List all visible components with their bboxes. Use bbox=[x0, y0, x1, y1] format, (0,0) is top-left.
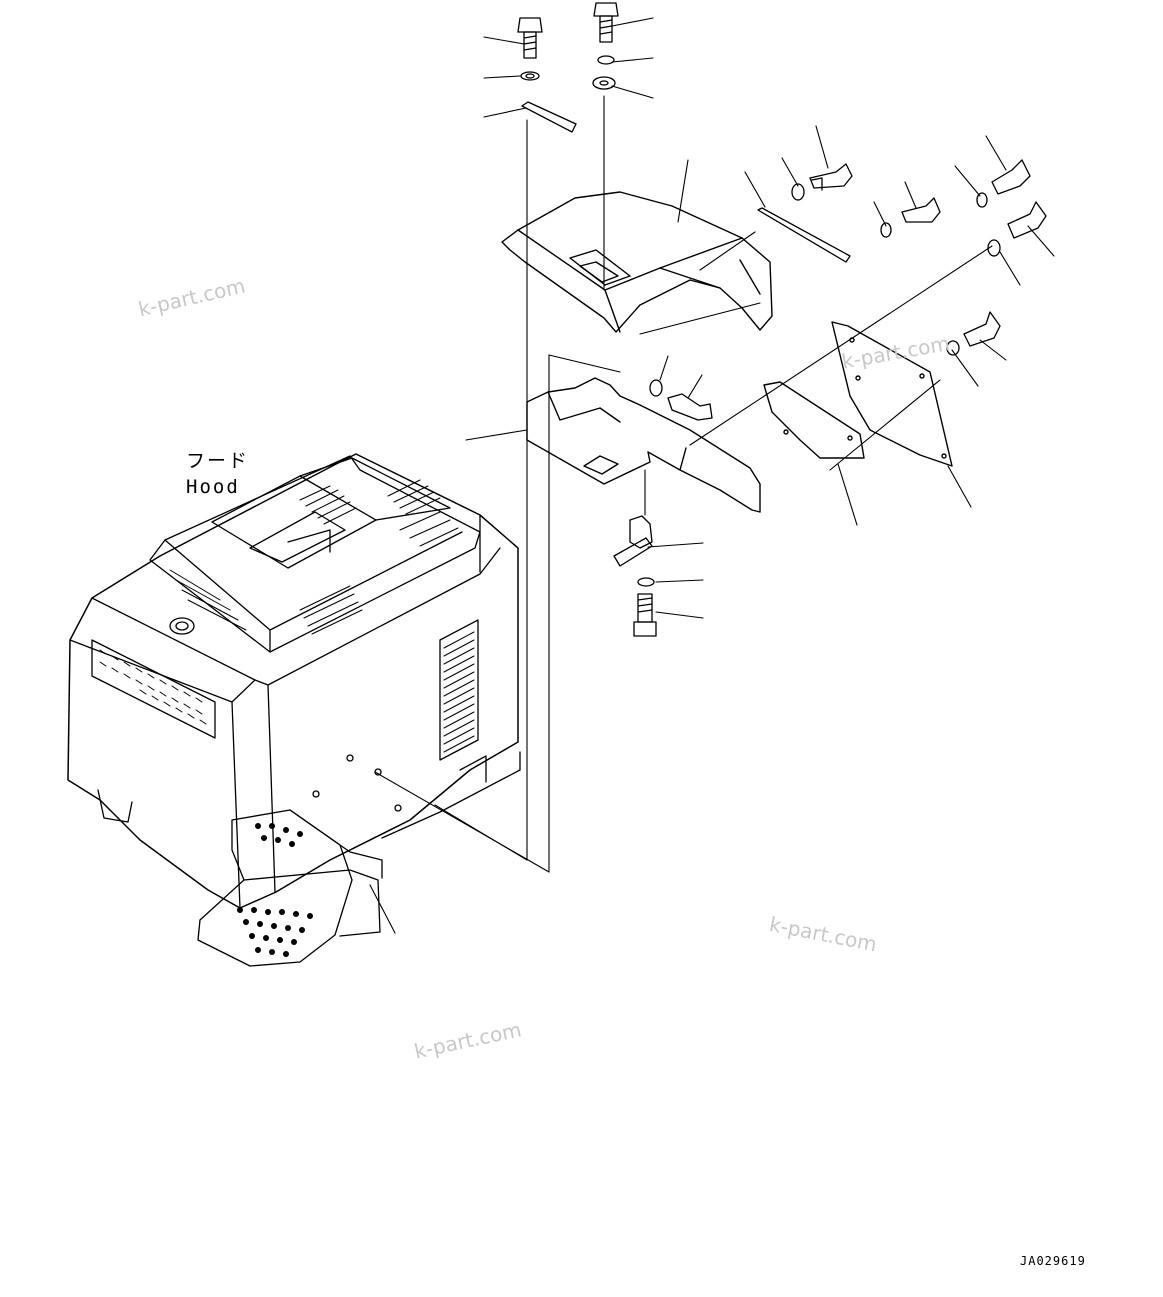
hood-assembly bbox=[67, 453, 521, 967]
hood-label-japanese: フード bbox=[186, 450, 250, 472]
side-plate-rear bbox=[831, 321, 953, 467]
hood-label-english: Hood bbox=[186, 476, 240, 498]
assembly-axis-lines bbox=[374, 95, 993, 873]
fasteners bbox=[517, 2, 1047, 637]
side-plate-front bbox=[763, 381, 865, 459]
leader-lines bbox=[369, 17, 1055, 934]
side-bracket bbox=[526, 377, 761, 513]
top-cover-panel bbox=[501, 191, 773, 333]
drawing-reference-number: JA029619 bbox=[1020, 1254, 1086, 1268]
